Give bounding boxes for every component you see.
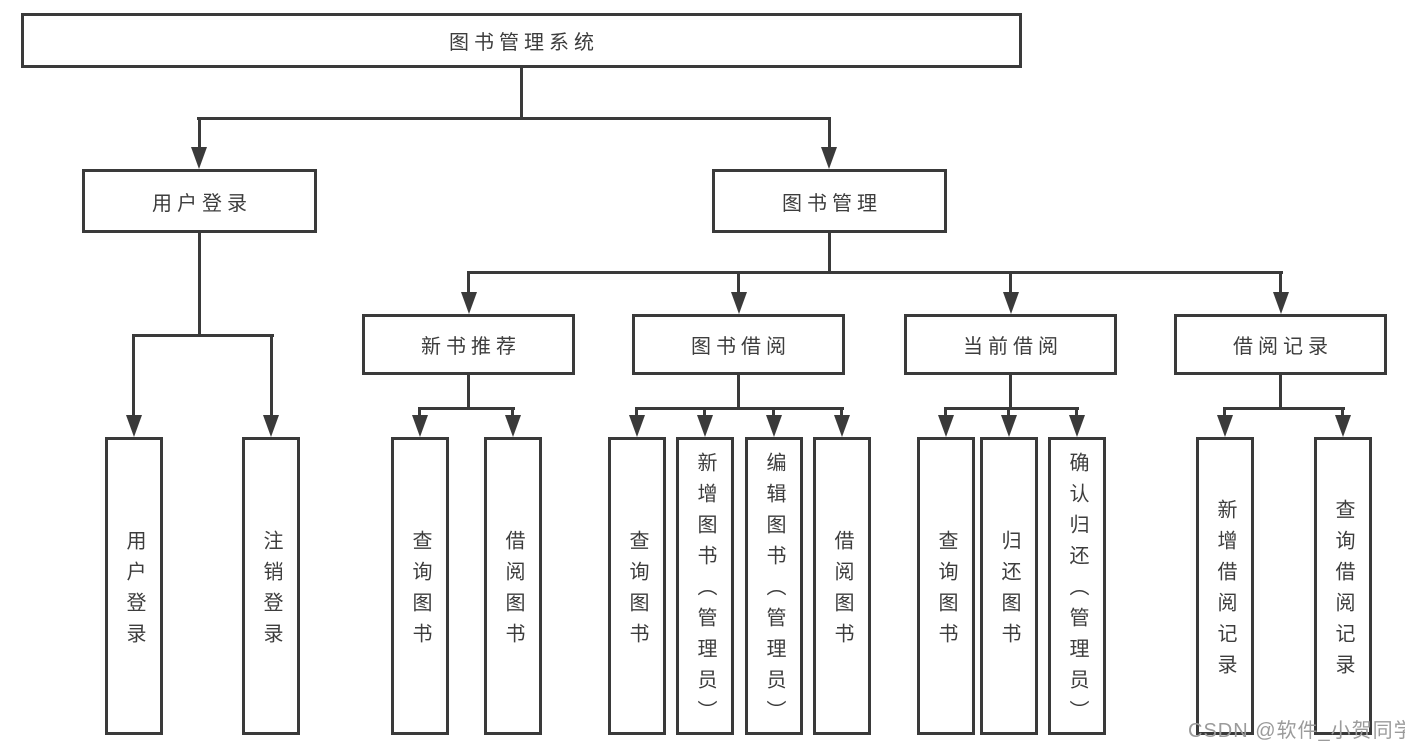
arrow-down-icon — [629, 415, 645, 437]
leaf-user-login: 用户登录 — [105, 437, 163, 735]
connector-line — [1279, 375, 1282, 409]
connector-line — [511, 407, 514, 419]
leaf-logout: 注销登录 — [242, 437, 300, 735]
connector-line — [467, 271, 470, 296]
node-book-borrow: 图书借阅 — [632, 314, 845, 375]
leaf-label: 新增借阅记录 — [1214, 498, 1236, 685]
connector-line — [270, 334, 273, 418]
arrow-down-icon — [263, 415, 279, 437]
node-label: 当前借阅 — [963, 336, 1063, 358]
connector-line — [1007, 407, 1010, 419]
arrow-down-icon — [461, 292, 477, 314]
connector-line — [703, 407, 706, 419]
connector-line — [828, 233, 831, 273]
connector-line — [1009, 375, 1012, 409]
leaf-label: 用户登录 — [123, 529, 145, 654]
leaf-return-books: 归还图书 — [980, 437, 1038, 735]
node-new-book-recommend: 新书推荐 — [362, 314, 575, 375]
node-label: 新书推荐 — [421, 336, 521, 358]
leaf-label: 查询图书 — [935, 529, 957, 654]
connector-line — [418, 407, 421, 419]
connector-line — [1341, 407, 1344, 419]
arrow-down-icon — [1001, 415, 1017, 437]
leaf-confirm-return-admin: 确认归还（管理员） — [1048, 437, 1106, 735]
arrow-down-icon — [126, 415, 142, 437]
arrow-down-icon — [412, 415, 428, 437]
arrow-down-icon — [821, 147, 837, 169]
leaf-add-books-admin: 新增图书（管理员） — [676, 437, 734, 735]
leaf-label: 注销登录 — [260, 529, 282, 654]
arrow-down-icon — [834, 415, 850, 437]
leaf-label: 新增图书（管理员） — [694, 452, 716, 731]
leaf-query-books-recommend: 查询图书 — [391, 437, 449, 735]
leaf-query-books-borrow: 查询图书 — [608, 437, 666, 735]
arrow-down-icon — [1069, 415, 1085, 437]
connector-line — [418, 407, 515, 410]
node-label: 图书借阅 — [691, 336, 791, 358]
node-user-login: 用户登录 — [82, 169, 317, 233]
leaf-query-borrow-record: 查询借阅记录 — [1314, 437, 1372, 735]
arrow-down-icon — [766, 415, 782, 437]
csdn-watermark: CSDN @软件_小贺同学 — [1188, 720, 1405, 742]
node-label: 借阅记录 — [1233, 336, 1333, 358]
connector-line — [944, 407, 947, 419]
node-label: 图书管理 — [782, 192, 882, 215]
arrow-down-icon — [1217, 415, 1233, 437]
arrow-down-icon — [1273, 292, 1289, 314]
arrow-down-icon — [505, 415, 521, 437]
connector-line — [635, 407, 638, 419]
connector-line — [737, 271, 740, 296]
leaf-label: 编辑图书（管理员） — [763, 452, 785, 731]
connector-line — [197, 117, 831, 120]
leaf-borrow-books-recommend: 借阅图书 — [484, 437, 542, 735]
connector-line — [840, 407, 843, 419]
leaf-label: 借阅图书 — [502, 529, 524, 654]
leaf-add-borrow-record: 新增借阅记录 — [1196, 437, 1254, 735]
leaf-edit-books-admin: 编辑图书（管理员） — [745, 437, 803, 735]
connector-line — [198, 117, 201, 151]
connector-line — [520, 68, 523, 119]
connector-line — [198, 233, 201, 336]
arrow-down-icon — [1335, 415, 1351, 437]
leaf-label: 借阅图书 — [831, 529, 853, 654]
node-library-management-system: 图书管理系统 — [21, 13, 1022, 68]
node-current-borrow: 当前借阅 — [904, 314, 1117, 375]
connector-line — [1223, 407, 1345, 410]
leaf-label: 查询图书 — [626, 529, 648, 654]
leaf-label: 归还图书 — [998, 529, 1020, 654]
arrow-down-icon — [191, 147, 207, 169]
arrow-down-icon — [731, 292, 747, 314]
connector-line — [944, 407, 1079, 410]
arrow-down-icon — [1003, 292, 1019, 314]
connector-line — [132, 334, 274, 337]
leaf-label: 查询图书 — [409, 529, 431, 654]
connector-line — [467, 375, 470, 409]
connector-line — [635, 407, 844, 410]
leaf-query-books-current: 查询图书 — [917, 437, 975, 735]
node-label: 图书管理系统 — [449, 32, 599, 54]
connector-line — [132, 334, 135, 418]
connector-line — [828, 117, 831, 151]
node-book-management: 图书管理 — [712, 169, 947, 233]
connector-line — [737, 375, 740, 409]
connector-line — [1279, 271, 1282, 296]
connector-line — [467, 271, 1283, 274]
node-label: 用户登录 — [152, 192, 252, 215]
node-borrow-records: 借阅记录 — [1174, 314, 1387, 375]
connector-line — [772, 407, 775, 419]
connector-line — [1009, 271, 1012, 296]
connector-line — [1223, 407, 1226, 419]
leaf-label: 查询借阅记录 — [1332, 498, 1354, 685]
connector-line — [1075, 407, 1078, 419]
arrow-down-icon — [938, 415, 954, 437]
leaf-label: 确认归还（管理员） — [1066, 452, 1088, 731]
leaf-borrow-books: 借阅图书 — [813, 437, 871, 735]
arrow-down-icon — [697, 415, 713, 437]
